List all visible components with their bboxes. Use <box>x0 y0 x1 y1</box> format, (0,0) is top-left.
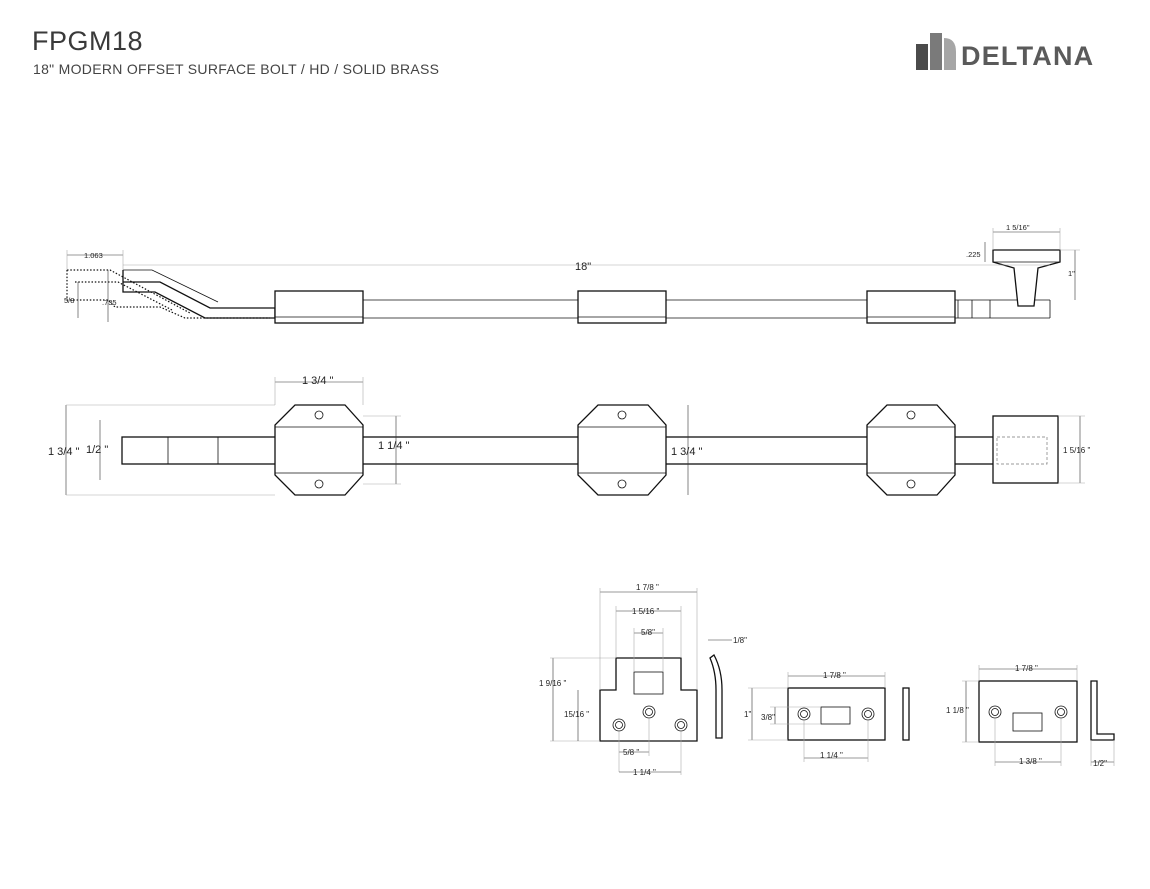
dim-guide-width: 1 3/4 " <box>302 375 334 387</box>
dim-knob-cap: .225 <box>966 250 981 259</box>
deltana-logo-icon <box>916 33 956 70</box>
flat-strike: 1 7/8 " 1" 3/8" 1 1/4 " <box>744 671 910 762</box>
knob-top <box>992 415 1059 484</box>
dim-knob-width: 1 5/16" <box>1006 223 1030 232</box>
dim-bolt-width: 1/2 " <box>86 444 108 456</box>
angle-strike-edge <box>1090 680 1115 741</box>
dim-flat-width: 1 7/8 " <box>823 671 846 680</box>
dim-overall-height: 1 3/4 " <box>48 446 80 458</box>
side-guide-3 <box>866 290 956 324</box>
dim-floor-height: 1 9/16 " <box>539 679 566 688</box>
page-subtitle: 18" MODERN OFFSET SURFACE BOLT / HD / SO… <box>33 61 440 77</box>
guide-top-2 <box>577 404 667 496</box>
knob-side <box>992 249 1061 307</box>
dim-knob-height: 1" <box>1068 269 1075 278</box>
side-view: 1.063 18" 5/8 .735 1 5/16" .225 1" <box>64 223 1080 324</box>
side-guide-2 <box>577 290 667 324</box>
dim-angle-leg: 1/2" <box>1093 759 1107 768</box>
dim-offset-small: 5/8 <box>64 296 74 305</box>
dim-middle-height: 1 3/4 " <box>671 446 703 458</box>
dim-floor-hole-span: 1 1/4 " <box>633 768 656 777</box>
dim-flat-slot: 3/8" <box>761 713 775 722</box>
guide-top-3 <box>866 404 956 496</box>
side-guide-1 <box>274 290 364 324</box>
dim-overall-length: 18" <box>575 261 591 273</box>
page-title: FPGM18 <box>32 26 144 56</box>
dim-guide-inner: 1 1/4 " <box>378 440 410 452</box>
dim-floor-thickness: 1/8" <box>733 636 747 645</box>
dim-floor-lower: 15/16 " <box>564 710 589 719</box>
dim-offset-height: .735 <box>102 298 117 307</box>
dim-angle-height: 1 1/8 " <box>946 706 969 715</box>
floor-strike-edge <box>709 654 723 739</box>
floor-strike: 1 7/8 " 1 5/16 " 5/8" 1/8" 1 9/16 " 15/1… <box>539 583 747 777</box>
dim-offset-width: 1.063 <box>84 251 103 260</box>
dim-angle-width: 1 7/8 " <box>1015 664 1038 673</box>
top-view: 1 3/4 " 1 3/4 " 1/2 " 1 1/4 " 1 3/4 " 1 … <box>48 375 1090 496</box>
brand-name: DELTANA <box>961 41 1095 71</box>
dim-floor-hole-spacing: 5/8 " <box>623 748 639 757</box>
flat-strike-edge <box>902 687 910 741</box>
brand-logo: DELTANA <box>916 30 1120 72</box>
guide-top-1 <box>274 404 364 496</box>
dim-floor-slot: 5/8" <box>641 628 655 637</box>
dim-angle-hole-span: 1 3/8 " <box>1019 757 1042 766</box>
dim-floor-upper: 1 5/16 " <box>632 607 659 616</box>
angle-strike: 1 7/8 " 1 1/8 " 1 3/8 " 1/2" <box>946 664 1115 768</box>
dim-flat-hole-span: 1 1/4 " <box>820 751 843 760</box>
bolt-top <box>121 436 998 465</box>
dim-flat-height: 1" <box>744 710 751 719</box>
dim-knob-square: 1 5/16 " <box>1063 446 1090 455</box>
dim-floor-width: 1 7/8 " <box>636 583 659 592</box>
